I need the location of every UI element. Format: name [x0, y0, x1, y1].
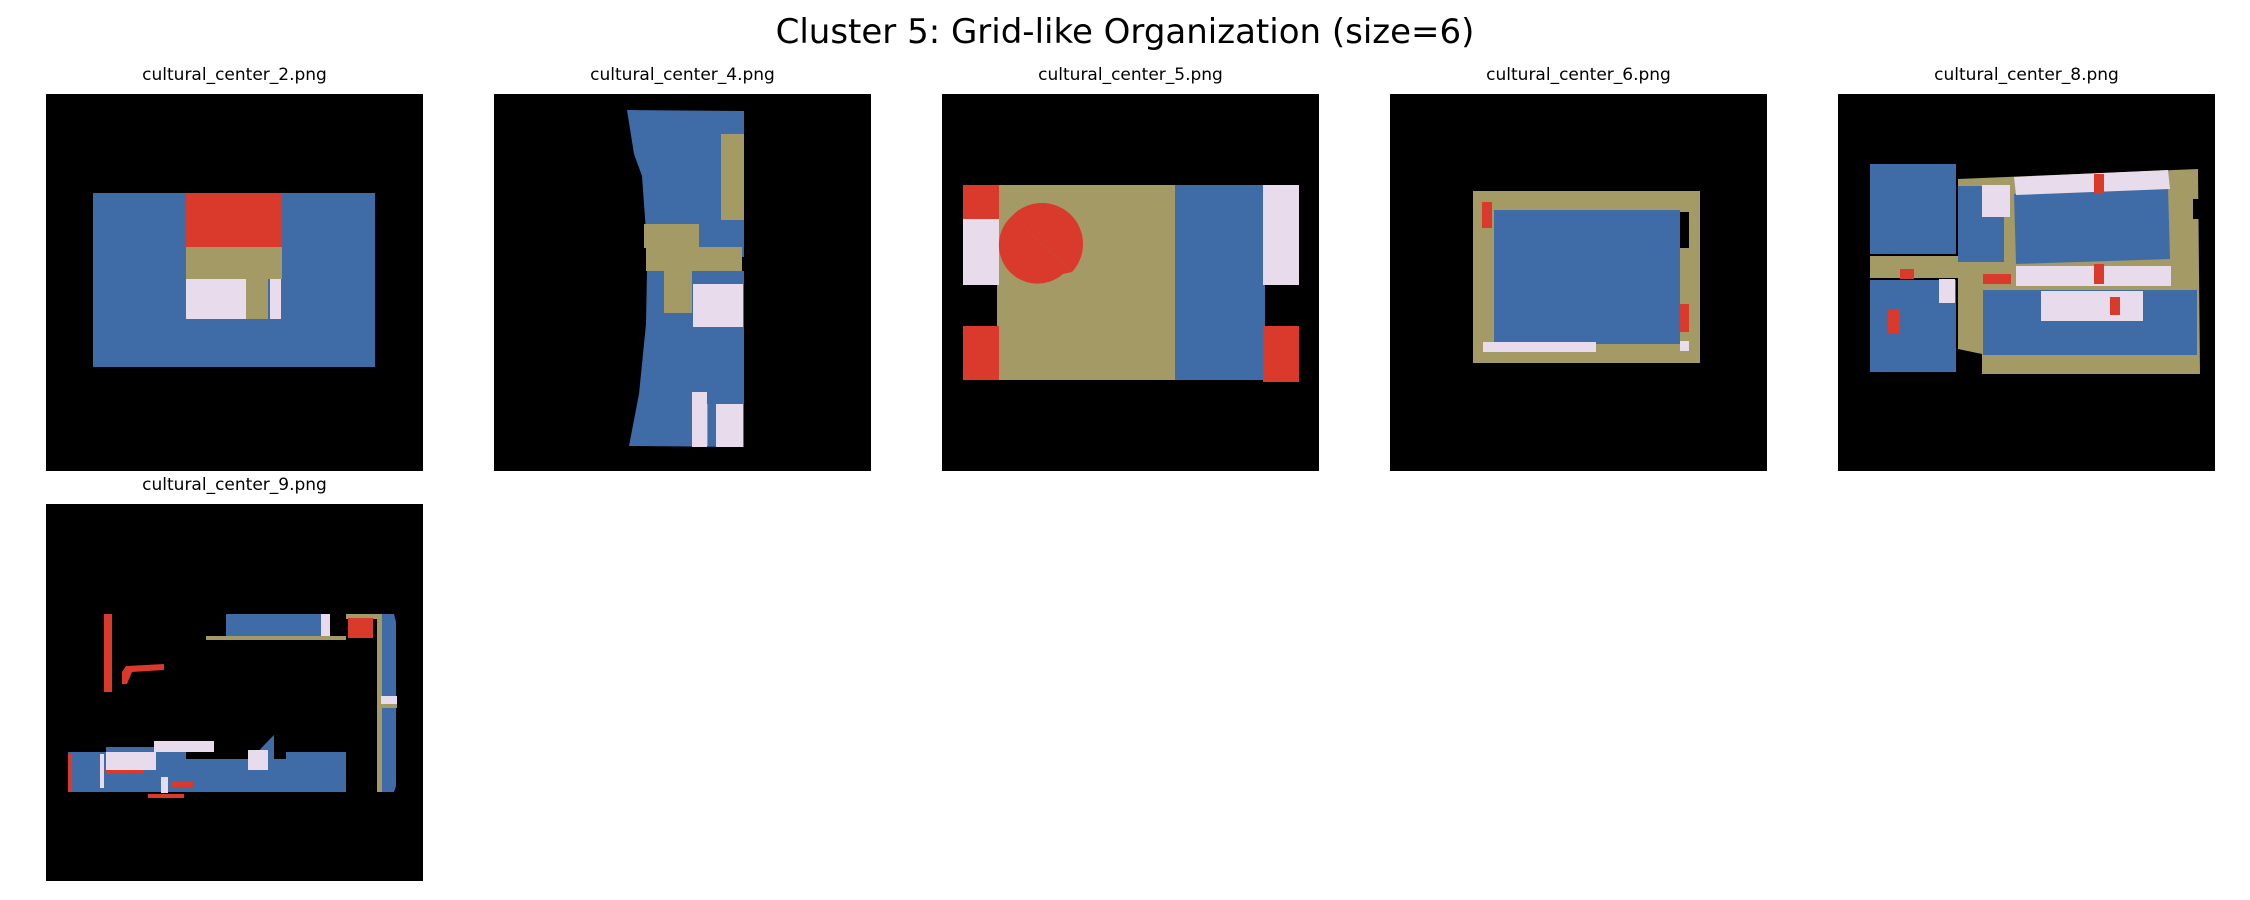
room-blue: [1494, 210, 1680, 344]
room-lavender: [381, 696, 397, 706]
room-tan: [646, 247, 742, 271]
room-lavender: [1263, 185, 1299, 285]
room-lavender: [2016, 266, 2171, 286]
room-lavender: [2041, 291, 2143, 321]
panel-title: cultural_center_9.png: [142, 475, 327, 495]
room-red: [963, 185, 999, 219]
room-lavender: [1982, 185, 2010, 217]
room-red: [1482, 202, 1492, 228]
room-red: [104, 614, 112, 692]
room-lavender: [1680, 341, 1689, 351]
room-tan: [206, 636, 346, 640]
room-tan: [1870, 256, 1960, 278]
floor-plan-image: [46, 94, 423, 471]
room-red: [1900, 269, 1914, 279]
room-blue: [1870, 164, 1956, 254]
room-red: [998, 216, 1072, 284]
room-lavender: [161, 777, 168, 793]
room-red: [122, 664, 164, 684]
room-tan: [377, 614, 382, 792]
room-red: [963, 326, 999, 380]
floor-plan-image: [46, 504, 423, 881]
room-lavender: [1483, 342, 1596, 352]
floor-plan-image: [1838, 94, 2215, 471]
void: [2193, 199, 2203, 219]
room-tan: [721, 134, 744, 220]
room-lavender: [154, 741, 214, 752]
room-lavender: [692, 392, 707, 447]
room-blue: [68, 735, 346, 792]
room-lavender: [2014, 170, 2170, 195]
room-red: [1012, 202, 1084, 272]
plan-background: [46, 504, 423, 881]
panel-title: cultural_center_6.png: [1486, 65, 1671, 85]
panel-title: cultural_center_5.png: [1038, 65, 1223, 85]
figure-title: Cluster 5: Grid-like Organization (size=…: [775, 12, 1475, 52]
panel-title: cultural_center_8.png: [1934, 65, 2119, 85]
floor-plan-image: [494, 94, 871, 471]
panel-title: cultural_center_4.png: [590, 65, 775, 85]
room-red: [186, 193, 282, 247]
room-lavender: [248, 750, 268, 770]
room-lavender: [693, 284, 743, 327]
void: [1680, 212, 1689, 248]
room-lavender: [963, 219, 999, 285]
room-red: [171, 782, 193, 787]
room-tan: [246, 279, 268, 319]
room-tan: [381, 704, 397, 708]
room-blue: [627, 110, 744, 257]
room-tan: [664, 271, 692, 313]
room-red: [2094, 264, 2104, 284]
room-red: [1263, 326, 1299, 382]
room-blue: [1175, 185, 1265, 380]
room-red: [1888, 309, 1900, 333]
room-lavender: [716, 404, 743, 447]
room-red: [1680, 304, 1689, 332]
panel-title: cultural_center_2.png: [142, 65, 327, 85]
room-tan: [346, 614, 394, 619]
floor-plan-image: [1390, 94, 1767, 471]
room-tan: [186, 247, 282, 279]
room-red: [148, 794, 184, 798]
room-red: [2110, 297, 2120, 315]
room-tan: [644, 224, 699, 248]
room-lavender: [321, 614, 330, 636]
room-lavender: [100, 754, 104, 788]
room-lavender: [186, 279, 246, 319]
room-red: [106, 770, 144, 774]
room-lavender: [1939, 279, 1955, 303]
room-red: [68, 754, 72, 792]
floor-plan-image: [942, 94, 1319, 471]
room-red: [2094, 174, 2104, 194]
room-lavender: [106, 752, 156, 770]
room-blue: [226, 614, 326, 636]
room-lavender: [270, 279, 281, 319]
room-red: [348, 618, 373, 638]
room-red: [1983, 274, 2011, 284]
room-blue: [2014, 187, 2170, 264]
